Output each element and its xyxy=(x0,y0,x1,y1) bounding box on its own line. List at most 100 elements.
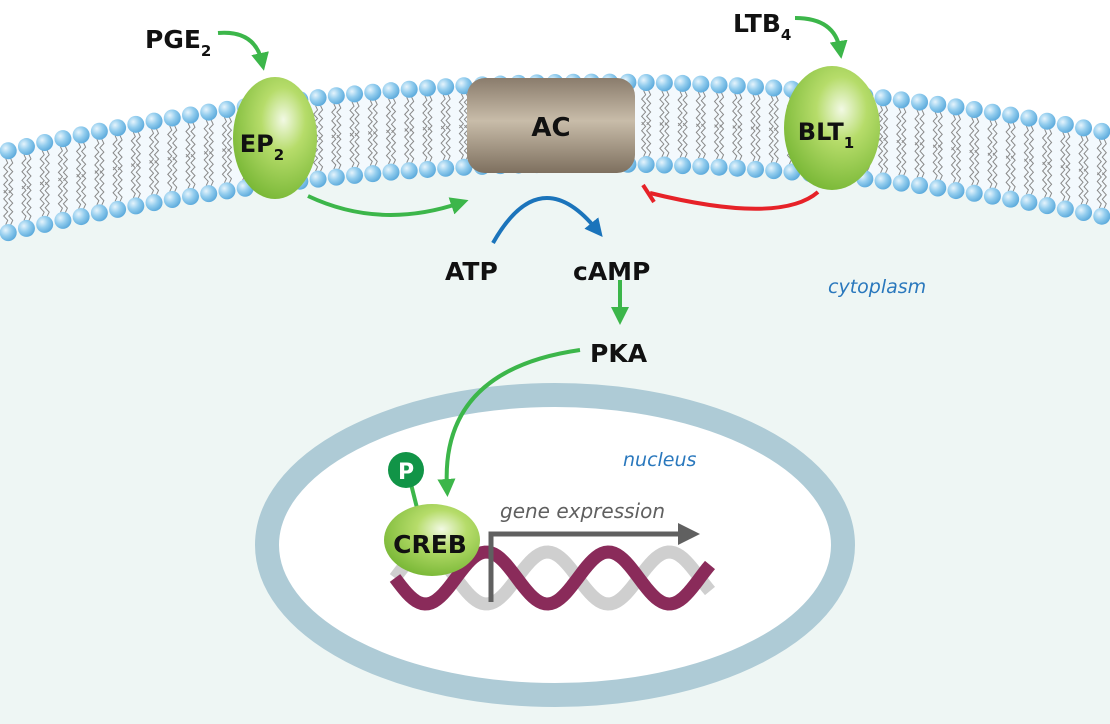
blt1-receptor xyxy=(784,66,880,190)
lipid-tail xyxy=(62,146,69,213)
outer-lipid-head xyxy=(90,122,108,140)
outer-lipid-head xyxy=(1038,112,1056,130)
lipid-tail xyxy=(135,132,141,199)
inner-lipid-head xyxy=(327,168,345,186)
cytoplasm-label: cytoplasm xyxy=(828,276,926,298)
lipid-tail xyxy=(80,142,87,209)
outer-lipid-head xyxy=(200,103,218,121)
outer-lipid-head xyxy=(983,103,1001,121)
inner-lipid-head xyxy=(692,157,710,175)
lipid-tail xyxy=(1078,135,1084,205)
lipid-tail xyxy=(732,93,738,161)
lipid-tail xyxy=(75,142,82,209)
inner-lipid-head xyxy=(1075,204,1093,222)
inner-lipid-head xyxy=(17,219,35,237)
inner-lipid-head xyxy=(674,157,692,175)
lipid-tail xyxy=(640,90,647,157)
camp-label: cAMP xyxy=(573,257,650,286)
inner-lipid-head xyxy=(637,156,655,174)
blt1-inhibits-ac-line xyxy=(649,190,820,211)
inner-lipid-head xyxy=(309,170,327,188)
lipid-tail xyxy=(226,117,233,184)
inner-lipid-head xyxy=(746,160,764,178)
lipid-tail xyxy=(901,107,907,176)
lipid-tail xyxy=(458,93,465,160)
inner-lipid-head xyxy=(947,182,965,200)
pka-label: PKA xyxy=(590,339,648,368)
outer-lipid-head xyxy=(1002,106,1020,124)
outer-lipid-head xyxy=(163,109,181,127)
lipid-tail xyxy=(755,94,761,162)
lipid-tail xyxy=(190,122,196,189)
inner-lipid-head xyxy=(54,211,72,229)
dna-strand-front xyxy=(389,545,716,611)
lipid-tail xyxy=(440,94,446,161)
lipid-tail xyxy=(203,119,209,186)
inner-lipid-head xyxy=(382,163,400,181)
outer-lipid-head xyxy=(710,76,728,94)
inner-lipid-head xyxy=(181,187,199,205)
lipid-tail xyxy=(1096,139,1102,209)
inner-lipid-head xyxy=(0,224,17,242)
outer-lipid-head xyxy=(327,87,345,105)
lipid-tail xyxy=(221,117,228,184)
outer-lipid-head xyxy=(1056,115,1074,133)
lipid-tail xyxy=(737,93,743,161)
lipid-tail xyxy=(713,92,720,160)
outer-lipid-head xyxy=(929,95,947,113)
lipid-tail xyxy=(682,91,688,158)
pge2-to-ep2-arrow xyxy=(217,30,269,71)
lipid-tail xyxy=(932,112,938,181)
outer-lipid-head xyxy=(418,79,436,97)
outer-lipid-head xyxy=(965,100,983,118)
outer-lipid-head xyxy=(17,138,35,156)
inner-lipid-head xyxy=(418,160,436,178)
lipid-tail xyxy=(1023,125,1030,195)
lipid-tail xyxy=(718,92,725,160)
inner-lipid-head xyxy=(90,204,108,222)
outer-lipid-head xyxy=(874,89,892,107)
inner-lipid-head xyxy=(163,190,181,208)
lipid-tail xyxy=(950,114,957,183)
lipid-tail xyxy=(112,135,118,202)
inner-lipid-head xyxy=(455,158,473,176)
inner-lipid-head xyxy=(929,179,947,197)
lipid-tail xyxy=(99,139,105,206)
lipid-tail xyxy=(336,103,342,170)
pka-to-creb-arrow xyxy=(437,348,581,497)
inner-lipid-head xyxy=(1038,197,1056,215)
lipid-tail xyxy=(992,120,998,189)
lipid-tail xyxy=(153,128,160,195)
gene-expression-label: gene expression xyxy=(500,499,665,523)
lipid-tail xyxy=(390,98,397,165)
lipid-tail xyxy=(172,125,178,192)
inner-lipid-head xyxy=(1002,190,1020,208)
lipid-tail xyxy=(987,120,993,189)
lipid-tail xyxy=(1005,122,1011,192)
inner-lipid-head xyxy=(874,172,892,190)
lipid-tail xyxy=(1083,135,1089,205)
outer-lipid-head xyxy=(947,98,965,116)
lipid-tail xyxy=(94,139,100,206)
lipid-tail xyxy=(768,95,774,163)
lipid-tail xyxy=(919,109,925,178)
lipid-tail xyxy=(349,101,355,168)
lipid-tail xyxy=(117,135,123,202)
inner-lipid-head xyxy=(1020,193,1038,211)
inner-lipid-head xyxy=(36,215,54,233)
inhibition-bar xyxy=(641,183,656,204)
nuclear-envelope xyxy=(255,383,855,707)
lipid-tail xyxy=(422,95,428,162)
lipid-tail xyxy=(1046,128,1053,198)
inner-lipid-head xyxy=(892,174,910,192)
lipid-tail xyxy=(937,112,943,181)
lipid-tail xyxy=(404,97,410,163)
outer-lipid-head xyxy=(1020,109,1038,127)
lipid-tail xyxy=(148,128,155,195)
lipid-tail xyxy=(26,154,32,221)
creb-protein xyxy=(384,504,480,576)
ep2-activates-ac-arrow xyxy=(307,194,469,217)
lipid-tail xyxy=(8,158,14,225)
lipid-tail xyxy=(317,105,324,172)
